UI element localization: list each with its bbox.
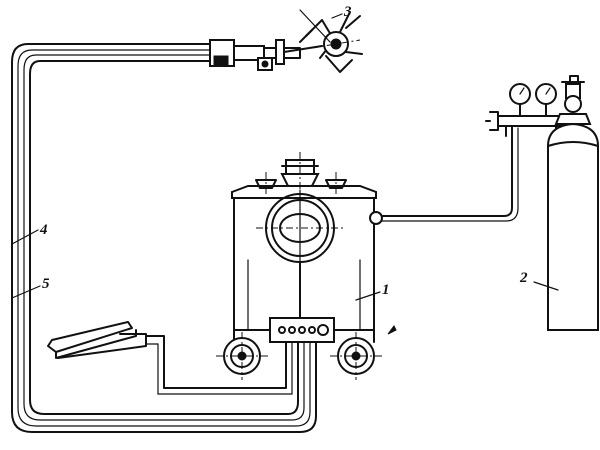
foot-pedal xyxy=(47,321,293,395)
hose-bundle xyxy=(11,43,317,433)
label-2: 2 xyxy=(519,270,528,286)
gas-cylinder xyxy=(547,75,599,331)
label-1: 1 xyxy=(382,282,390,298)
gas-hose xyxy=(381,127,519,222)
callout-leaders xyxy=(11,13,559,301)
welding-gun xyxy=(209,9,363,73)
welding-machine xyxy=(216,152,397,380)
gas-regulator xyxy=(485,83,563,137)
label-5: 5 xyxy=(42,276,50,292)
label-4: 4 xyxy=(39,222,48,238)
label-3: 3 xyxy=(343,4,352,20)
